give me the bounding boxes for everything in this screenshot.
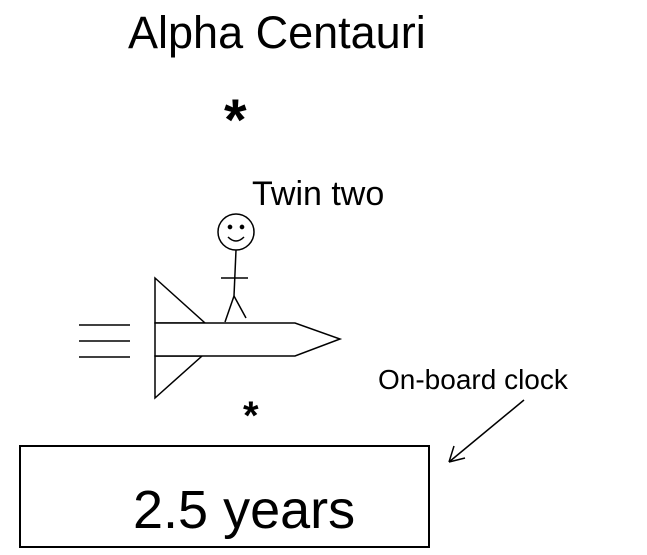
stick-figure-icon (217, 213, 255, 323)
star-earth: * (243, 394, 259, 438)
speed-lines (79, 324, 130, 358)
clock-label: On-board clock (378, 364, 568, 395)
arrow-icon (448, 399, 525, 463)
clock-display-box (19, 445, 430, 548)
clock-reading: 2.5 years (133, 480, 356, 540)
twin-label: Twin two (252, 175, 385, 213)
destination-title: Alpha Centauri (128, 7, 426, 58)
star-alpha-centauri: * (224, 88, 247, 153)
rocket-icon (154, 276, 343, 400)
